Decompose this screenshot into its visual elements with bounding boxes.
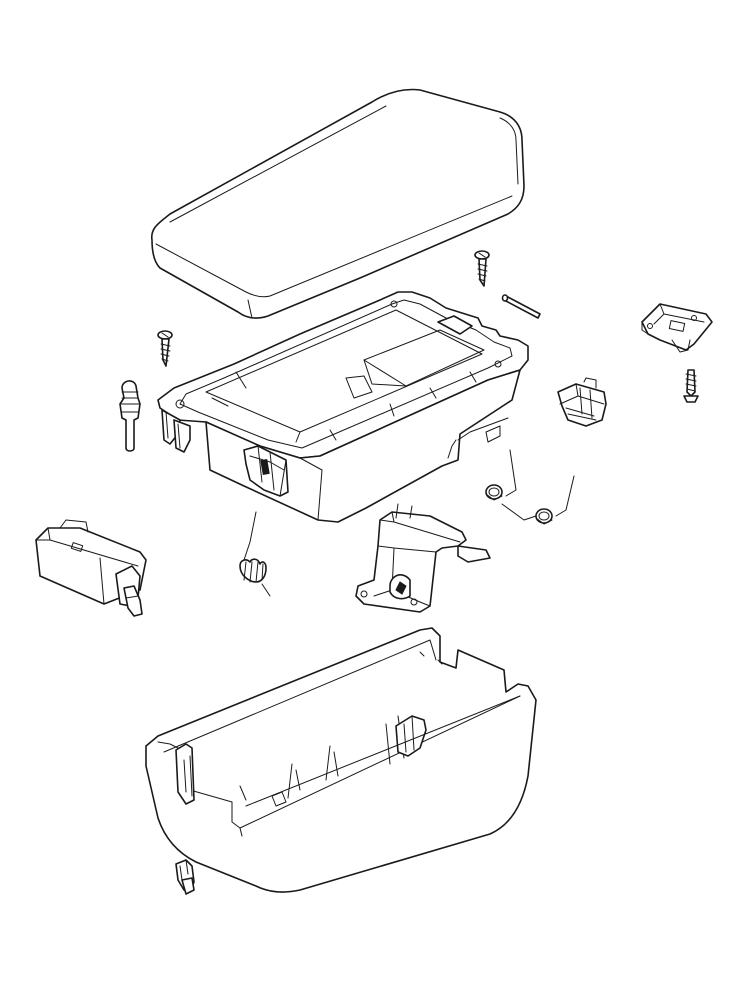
armrest-lid (150, 88, 525, 319)
outer-housing (145, 627, 537, 893)
hinge-bracket (355, 503, 491, 613)
coil-spring (239, 511, 271, 597)
inner-tray (157, 291, 529, 523)
lid-screw (474, 250, 490, 287)
lock-cylinder (35, 519, 147, 617)
latch-bracket (641, 303, 713, 353)
bracket-screw (683, 369, 699, 403)
tray-screw (157, 330, 173, 367)
torsion-spring-pair (485, 449, 575, 525)
plunger-pin (119, 380, 141, 452)
hinge-pin (501, 294, 541, 319)
spring-clip (557, 377, 607, 427)
retainer-clip (175, 859, 195, 895)
